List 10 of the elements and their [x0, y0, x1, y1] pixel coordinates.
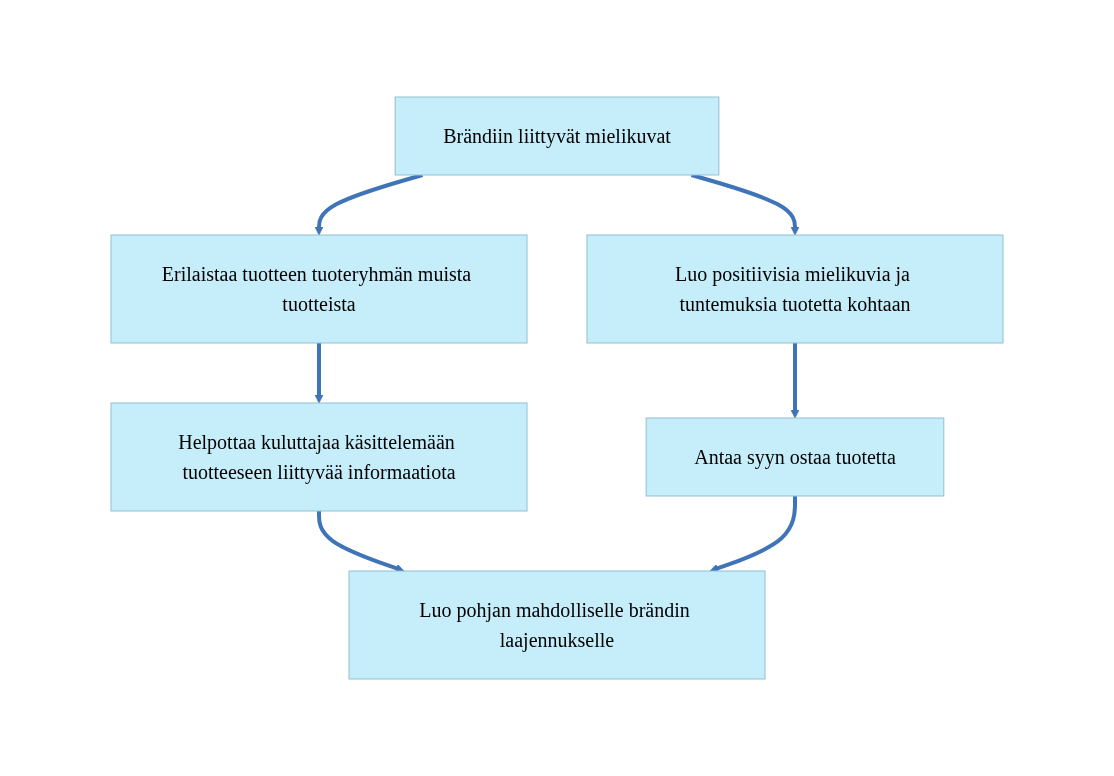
- node-box: Luo positiivisia mielikuvia ja tuntemuksia tuotetta kohtaan: [586, 234, 1004, 344]
- node-box: Luo pohjan mahdolliselle brändin laajennukselle: [348, 570, 766, 680]
- arrow: [314, 343, 324, 404]
- node-box: Antaa syyn ostaa tuotetta: [645, 417, 945, 497]
- node-box: Brändiin liittyvät mielikuvat: [394, 96, 720, 176]
- arrow: [790, 343, 800, 419]
- arrow: [709, 496, 797, 573]
- node-box: Helpottaa kuluttajaa käsittelemään tuotteeseen liittyvää informaatiota: [110, 402, 528, 512]
- arrow: [317, 511, 405, 573]
- node-box: Erilaistaa tuotteen tuoteryhmän muista tuotteista: [110, 234, 528, 344]
